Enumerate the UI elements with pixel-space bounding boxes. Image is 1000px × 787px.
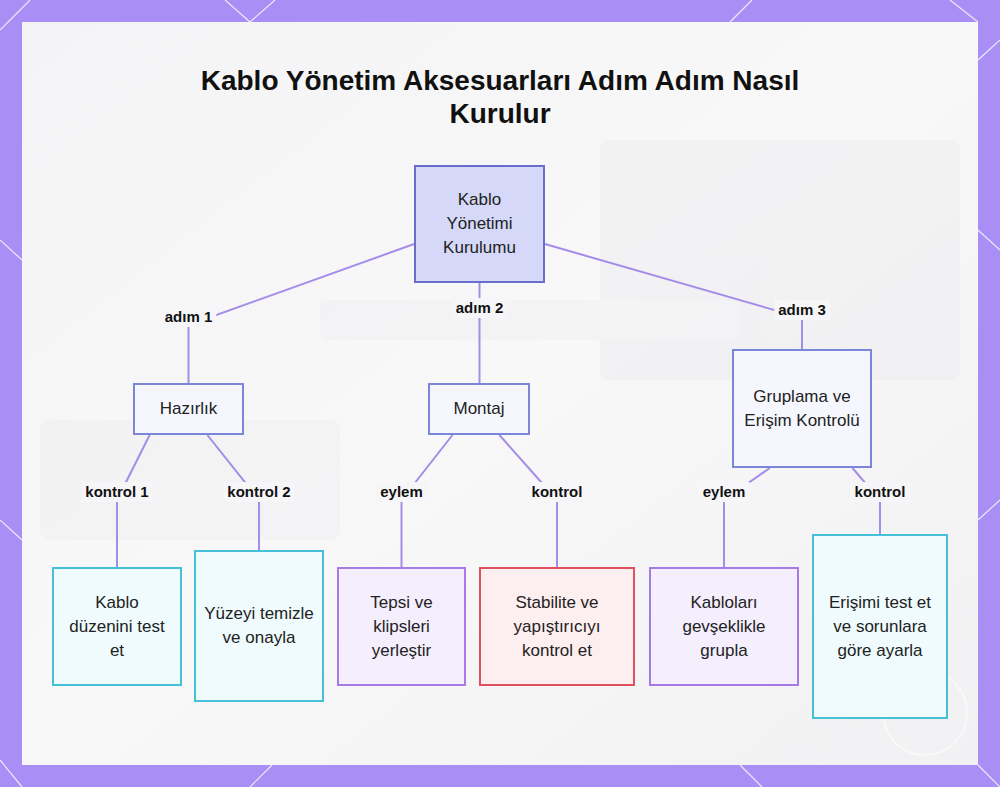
- edge-label: adım 3: [774, 300, 830, 320]
- blurred-photo: [40, 140, 960, 540]
- step-box: Hazırlık: [133, 383, 244, 435]
- node-label: Stabilite ve yapıştırıcıyı kontrol et: [489, 591, 625, 663]
- edge-label: adım 1: [161, 307, 217, 327]
- edge-label: adım 2: [452, 298, 508, 318]
- node-label: Hazırlık: [160, 397, 218, 421]
- connector: [189, 244, 415, 383]
- node-label: Montaj: [453, 397, 504, 421]
- task-box: Kablo düzenini test et: [52, 567, 182, 686]
- node-label: Kabloları gevşeklikle grupla: [659, 591, 789, 663]
- connector: [545, 244, 802, 349]
- task-box: Yüzeyi temizle ve onayla: [194, 550, 324, 702]
- step-box: Gruplama ve Erişim Kontrolü: [732, 349, 872, 468]
- node-label: Kablo Yönetimi Kurulumu: [424, 188, 535, 260]
- node-label: Kablo düzenini test et: [62, 591, 172, 663]
- task-box: Tepsi ve klipsleri yerleştir: [337, 567, 466, 686]
- node-label: Tepsi ve klipsleri yerleştir: [347, 591, 456, 663]
- task-box: Erişimi test et ve sorunlara göre ayarla: [812, 534, 948, 719]
- panel: [22, 22, 978, 765]
- edge-label: eylem: [376, 482, 427, 502]
- diagram-title: Kablo Yönetim Aksesuarları Adım Adım Nas…: [195, 64, 805, 130]
- node-label: Erişimi test et ve sorunlara göre ayarla: [822, 591, 938, 663]
- step-box: Montaj: [428, 383, 530, 435]
- edge-label: kontrol: [528, 482, 587, 502]
- root-box: Kablo Yönetimi Kurulumu: [414, 165, 545, 283]
- edge-label: eylem: [699, 482, 750, 502]
- node-label: Gruplama ve Erişim Kontrolü: [742, 385, 862, 433]
- edge-label: kontrol: [851, 482, 910, 502]
- task-box: Stabilite ve yapıştırıcıyı kontrol et: [479, 567, 635, 686]
- node-label: Yüzeyi temizle ve onayla: [204, 602, 314, 650]
- edge-label: kontrol 2: [223, 482, 294, 502]
- edge-label: kontrol 1: [81, 482, 152, 502]
- task-box: Kabloları gevşeklikle grupla: [649, 567, 799, 686]
